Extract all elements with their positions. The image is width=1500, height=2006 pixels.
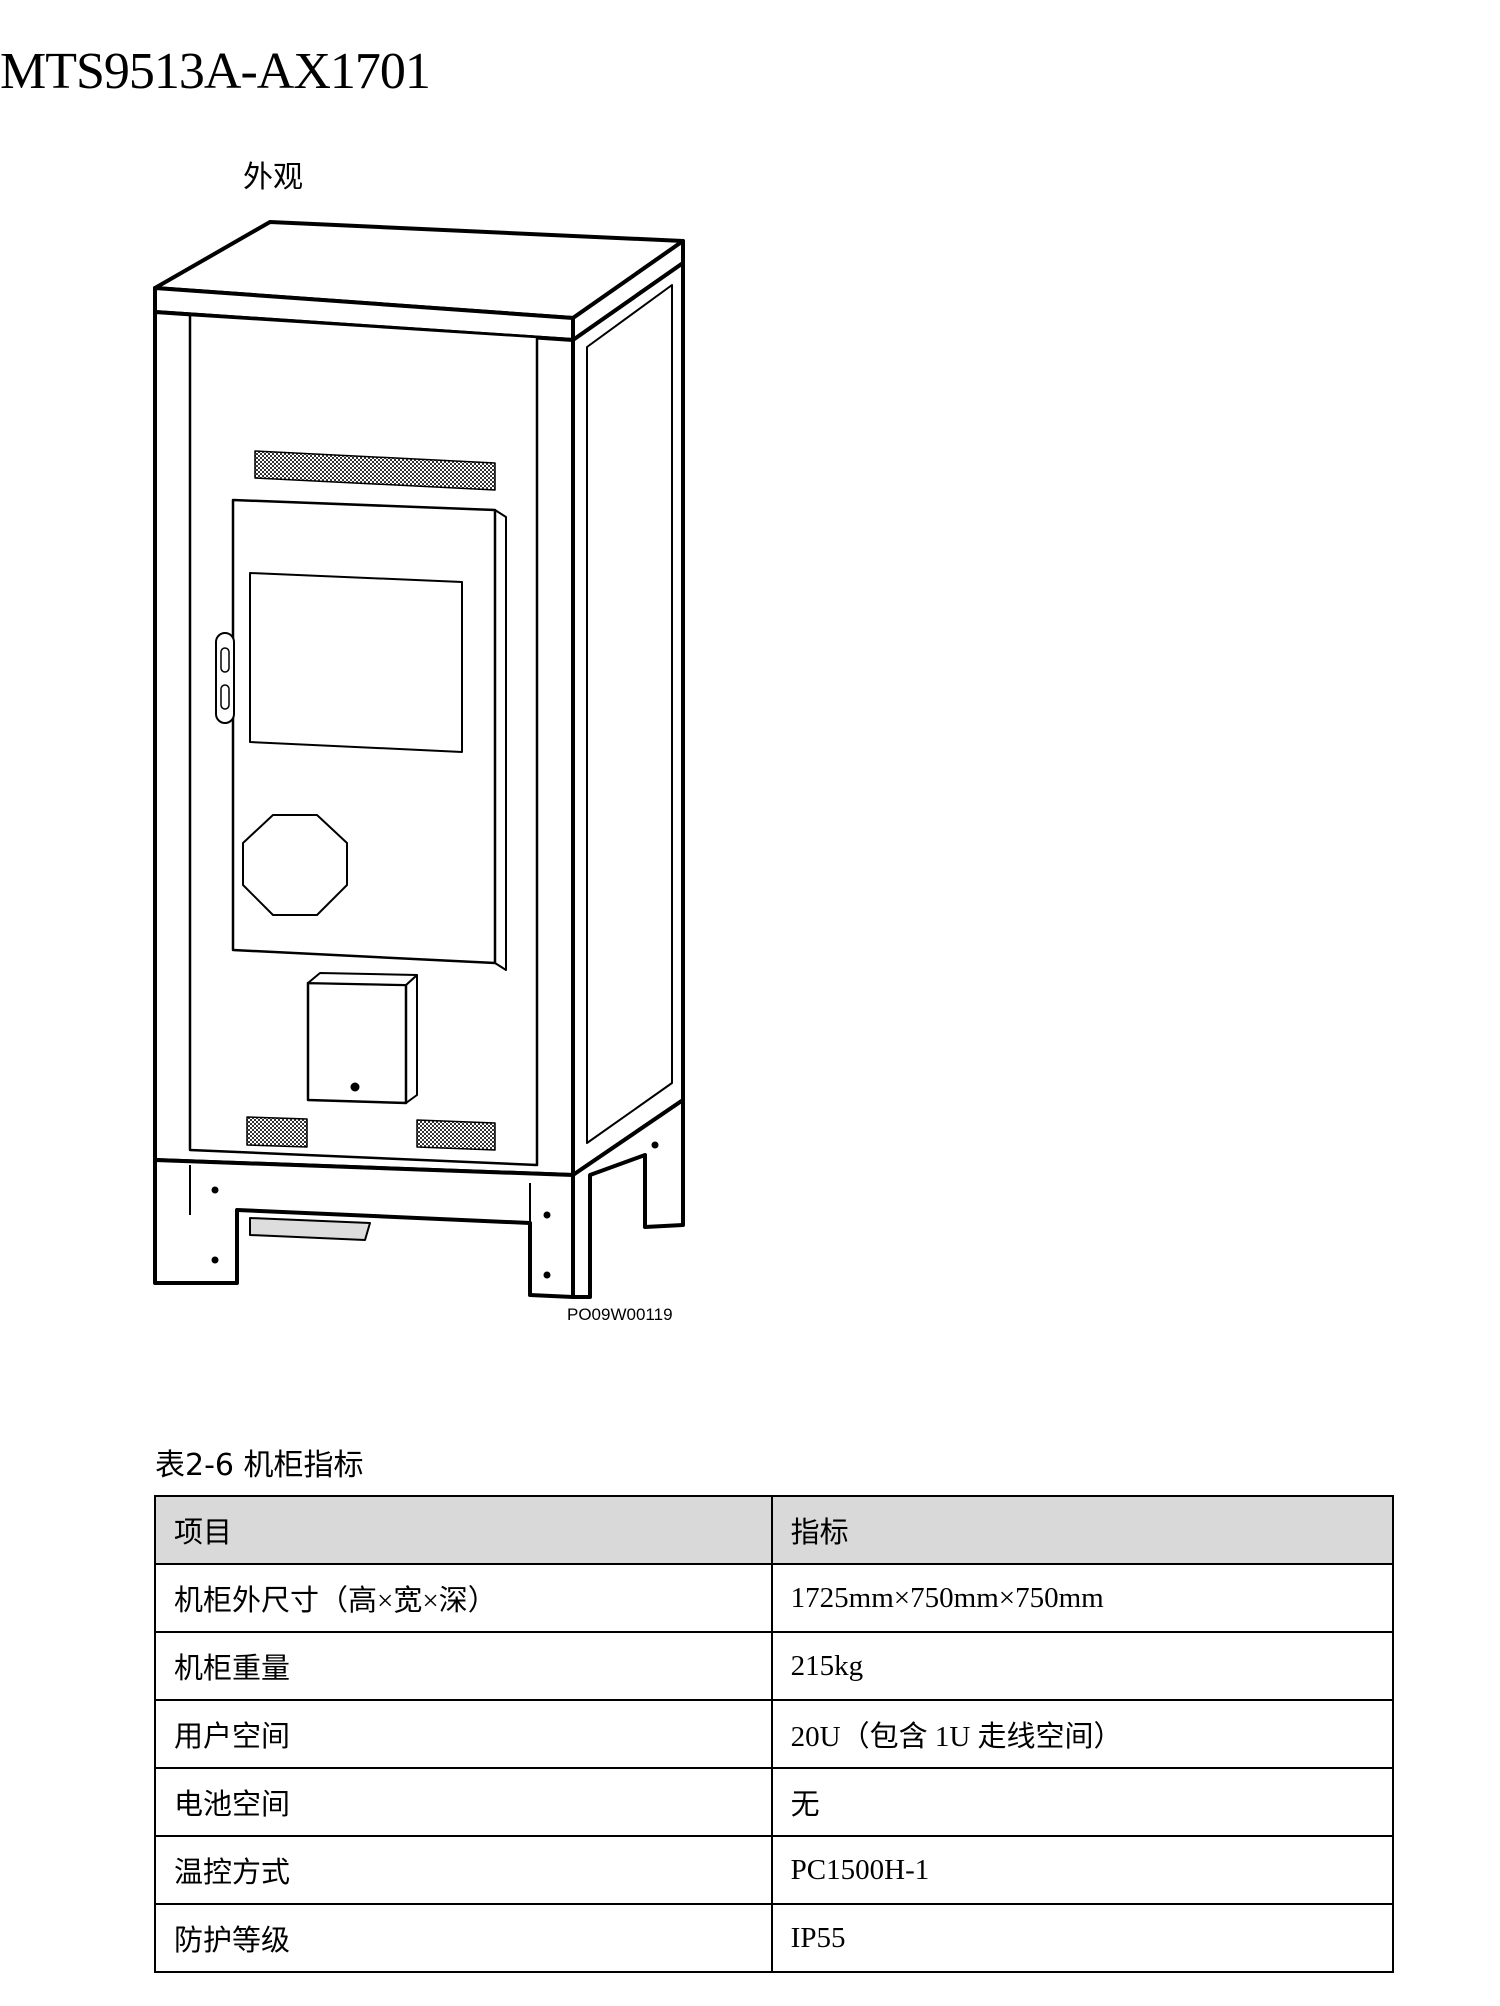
header-item: 项目 [154, 1495, 773, 1565]
figure-code: PO09W00119 [567, 1305, 673, 1324]
lower-vent-left [246, 1116, 308, 1148]
row-value: 无 [770, 1767, 1395, 1837]
table-row: 用户空间 20U（包含 1U 走线空间） [154, 1699, 1395, 1769]
table-header-row: 项目 指标 [154, 1495, 1395, 1565]
row-item: 机柜外尺寸（高×宽×深） [154, 1563, 773, 1633]
figure-caption: 外观 [243, 160, 303, 195]
octagon-inlet [242, 814, 348, 916]
row-value: 1725mm×750mm×750mm [770, 1563, 1395, 1633]
row-item: 防护等级 [154, 1903, 773, 1973]
row-value: PC1500H-1 [770, 1835, 1395, 1905]
cabinet-illustration [153, 220, 685, 1299]
table-row: 电池空间 无 [154, 1767, 1395, 1837]
lower-vent-right [416, 1119, 496, 1151]
table-title: 表2-6 机柜指标 [155, 1448, 364, 1483]
row-item: 电池空间 [154, 1767, 773, 1837]
base-plate [249, 1217, 371, 1241]
table-row: 机柜重量 215kg [154, 1631, 1395, 1701]
header-value: 指标 [770, 1495, 1395, 1565]
upper-vent [254, 450, 496, 491]
spec-table: 项目 指标 机柜外尺寸（高×宽×深） 1725mm×750mm×750mm 机柜… [154, 1495, 1395, 1973]
row-item: 用户空间 [154, 1699, 773, 1769]
row-value: 20U（包含 1U 走线空间） [770, 1699, 1395, 1769]
table-row: 防护等级 IP55 [154, 1903, 1395, 1973]
display-window [249, 572, 463, 753]
table-row: 机柜外尺寸（高×宽×深） 1725mm×750mm×750mm [154, 1563, 1395, 1633]
control-panel-side [494, 509, 507, 971]
table-row: 温控方式 PC1500H-1 [154, 1835, 1395, 1905]
row-value: 215kg [770, 1631, 1395, 1701]
row-item: 机柜重量 [154, 1631, 773, 1701]
page-title: MTS9513A-AX1701 [0, 43, 431, 100]
row-item: 温控方式 [154, 1835, 773, 1905]
row-value: IP55 [770, 1903, 1395, 1973]
